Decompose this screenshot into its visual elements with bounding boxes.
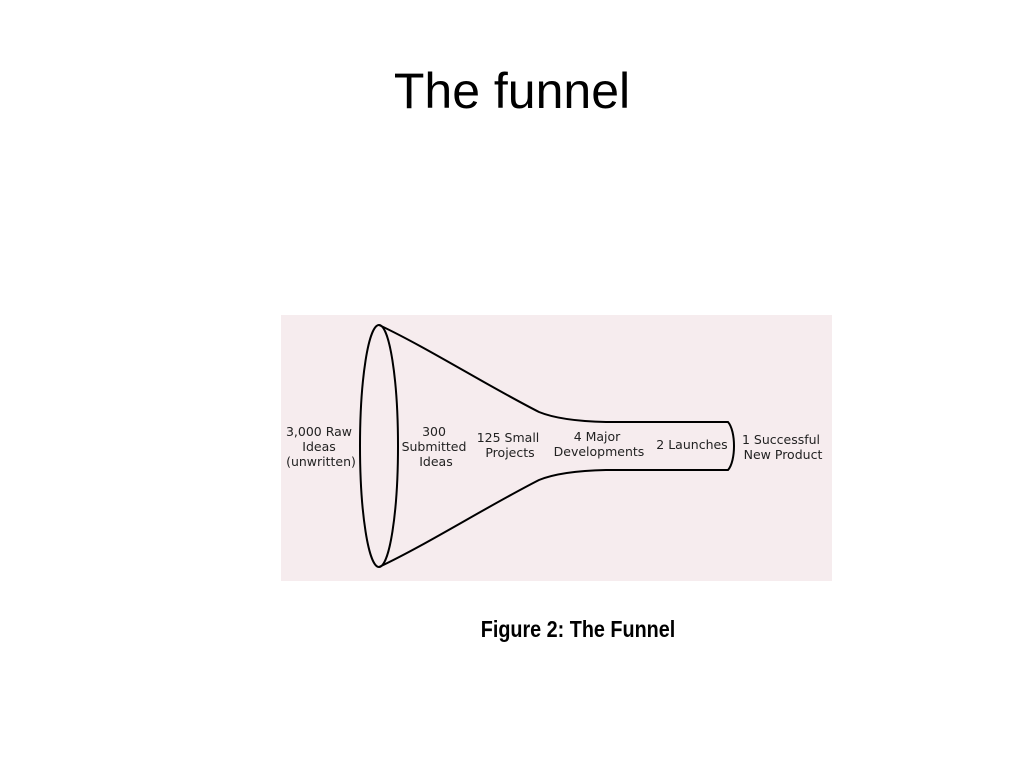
stage-label-submitted-ideas: 300 Submitted Ideas [402,424,471,469]
stage-label-launches: 2 Launches [656,437,727,452]
funnel-figure: 3,000 Raw Ideas (unwritten) 300 Submitte… [281,315,832,581]
funnel-diagram: 3,000 Raw Ideas (unwritten) 300 Submitte… [286,324,824,568]
slide-title: The funnel [393,63,631,119]
stage-label-major-developments: 4 Major Developments [554,429,645,459]
stage-label-successful-product: 1 Successful New Product [742,432,824,462]
funnel-outline [378,324,735,568]
stage-label-raw-ideas: 3,000 Raw Ideas (unwritten) [286,424,356,469]
stage-label-small-projects: 125 Small Projects [477,430,544,460]
funnel-mouth [359,324,399,568]
figure-caption: Figure 2: The Funnel [480,616,676,642]
